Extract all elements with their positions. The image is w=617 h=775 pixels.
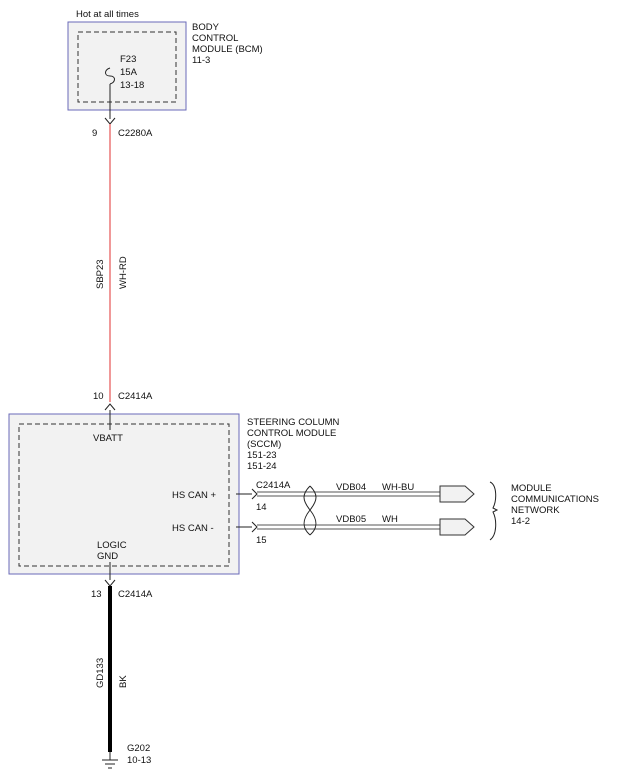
hs-can-minus-wire [236,518,475,536]
fuse-ref: 13-18 [120,80,144,91]
sccm-bottom-connector-icon [104,579,116,587]
network-brace-icon [489,481,499,541]
sccm-top-connector: C2414A [118,391,153,402]
hs-can-minus-color: WH [382,514,398,525]
sccm-logic-label: LOGIC [97,540,127,551]
sccm-label-line-1: STEERING COLUMN [247,417,340,428]
fuse-rating: 15A [120,67,138,78]
fuse-icon [105,67,115,85]
bcm-connector: C2280A [118,128,153,139]
hs-can-plus-wire [236,485,475,503]
sccm-inner-outline [18,423,230,567]
bcm-label-line-1: BODY [192,22,220,33]
fuse-id: F23 [120,54,136,65]
ground-id: G202 [127,743,150,754]
sccm-hs-can-plus-label: HS CAN + [172,490,217,501]
hs-can-plus-connector: C2414A [256,480,291,491]
sccm-module: VBATT HS CAN + HS CAN - LOGIC GND [8,410,240,580]
bcm-label-line-3: MODULE (BCM) [192,44,263,55]
ground-ref: 10-13 [127,755,151,766]
sccm-label-line-4: 151-23 [247,450,277,461]
bcm-module: F23 15A 13-18 [67,21,187,119]
bcm-inner-outline [77,31,177,103]
sccm-top-pin: 10 [93,391,104,402]
hs-can-plus-network-connector-icon [439,485,475,503]
sccm-outline [8,413,240,575]
power-wire-color: WH-RD [118,256,129,289]
power-wire-circuit: SBP23 [95,259,106,289]
sccm-gnd-label: GND [97,551,118,562]
bcm-outline [67,21,187,111]
power-source-label: Hot at all times [76,9,139,20]
sccm-label-line-3: (SCCM) [247,439,281,450]
sccm-label-line-5: 151-24 [247,461,277,472]
bcm-label-line-4: 11-3 [192,55,210,66]
network-label-line-1: MODULE [511,483,552,494]
network-label-line-4: 14-2 [511,516,530,527]
sccm-bottom-connector: C2414A [118,589,153,600]
sccm-label-line-2: CONTROL MODULE [247,428,336,439]
hs-can-minus-pin: 15 [256,535,267,546]
sccm-bottom-pin: 13 [91,589,102,600]
network-label-line-3: NETWORK [511,505,560,516]
hs-can-minus-circuit: VDB05 [336,514,366,525]
hs-can-minus-connector-icon [251,521,258,533]
ground-wire-color: BK [118,675,129,688]
twisted-pair-icon [303,485,317,536]
bcm-label: BODY CONTROL MODULE (BCM) 11-3 [192,22,263,66]
network-label-line-2: COMMUNICATIONS [511,494,599,505]
hs-can-plus-pin: 14 [256,502,267,513]
ground-icon [102,752,118,769]
network-label: MODULE COMMUNICATIONS NETWORK 14-2 [511,483,599,527]
sccm-vbatt-label: VBATT [93,433,123,444]
hs-can-plus-color: WH-BU [382,482,414,493]
bcm-pin: 9 [92,128,97,139]
bcm-label-line-2: CONTROL [192,33,238,44]
ground-wire-circuit: GD133 [95,658,106,688]
hs-can-plus-connector-icon [251,488,258,500]
sccm-label: STEERING COLUMN CONTROL MODULE (SCCM) 15… [247,417,340,472]
hs-can-plus-circuit: VDB04 [336,482,366,493]
hs-can-minus-network-connector-icon [439,518,475,536]
sccm-hs-can-minus-label: HS CAN - [172,523,214,534]
sccm-top-connector-icon [104,403,116,411]
